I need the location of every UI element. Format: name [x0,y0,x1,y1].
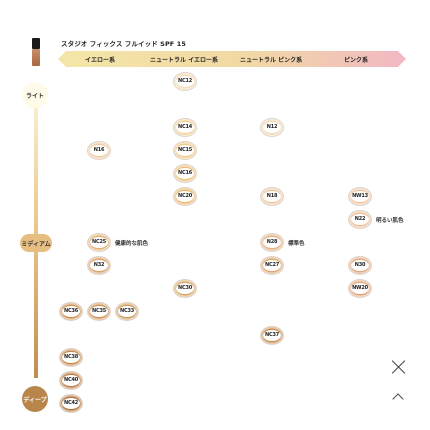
shade-swatch-nc37[interactable]: NC37 [261,327,283,344]
shade-swatch-nc16[interactable]: NC16 [174,165,196,182]
shade-swatch-n16[interactable]: N16 [88,142,110,159]
shade-code: NC33 [118,306,136,317]
note-bright-skin: 明るい肌色 [376,218,404,224]
column-header-neutral-yellow: ニュートラル イエロー系 [150,57,219,64]
note-healthy-skin: 健康的な肌色 [115,241,149,247]
shade-code: NC14 [176,122,194,133]
shade-code: NC40 [62,375,80,386]
chevron-up-icon[interactable] [392,392,404,404]
shade-swatch-n18[interactable]: N18 [261,188,283,205]
shade-swatch-nc40[interactable]: NC40 [60,372,82,389]
product-bottle [32,38,40,66]
shade-code: NC25 [90,237,108,248]
shade-code: NC20 [176,191,194,202]
shade-code: NC16 [176,168,194,179]
shade-swatch-nc35[interactable]: NC35 [88,303,110,320]
shade-code: NC12 [176,76,194,87]
axis-label-light: ライト [22,82,48,108]
axis-label-medium: ミディアム [20,234,52,252]
shade-code: N22 [351,214,369,225]
shade-swatch-n32[interactable]: N32 [88,257,110,274]
shade-swatch-nc38[interactable]: NC38 [60,349,82,366]
shade-code: N32 [90,260,108,271]
shade-swatch-nc33[interactable]: NC33 [116,303,138,320]
bottle-body [32,49,40,66]
axis-label-deep-text: ディープ [23,397,47,404]
shade-swatch-n30[interactable]: N30 [349,257,371,274]
bottle-cap [32,38,40,49]
shade-code: N28 [263,237,281,248]
shade-swatch-nc14[interactable]: NC14 [174,119,196,136]
shade-code: NC27 [263,260,281,271]
shade-swatch-nc12[interactable]: NC12 [174,73,196,90]
shade-code: NC35 [90,306,108,317]
shade-code: N18 [263,191,281,202]
column-header-neutral-pink: ニュートラル ピンク系 [240,57,303,64]
shade-swatch-n22[interactable]: N22 [349,211,371,228]
note-standard: 標準色 [288,241,305,247]
column-header-pink: ピンク系 [344,57,369,64]
shade-swatch-nc36[interactable]: NC36 [60,303,82,320]
axis-label-medium-text: ミディアム [21,241,51,248]
shade-swatch-nc30[interactable]: NC30 [174,280,196,297]
shade-code: NC42 [62,398,80,409]
shade-code: N12 [263,122,281,133]
axis-label-deep: ディープ [22,386,48,412]
shade-swatch-n12[interactable]: N12 [261,119,283,136]
shade-swatch-nc42[interactable]: NC42 [60,395,82,412]
shade-code: NC30 [176,283,194,294]
shade-swatch-nc15[interactable]: NC15 [174,142,196,159]
shade-code: NW13 [351,191,369,202]
shade-swatch-nc25[interactable]: NC25 [88,234,110,251]
shade-code: N16 [90,145,108,156]
shade-swatch-n28[interactable]: N28 [261,234,283,251]
column-header-bar [58,51,406,67]
shade-code: NC36 [62,306,80,317]
shade-code: NC37 [263,330,281,341]
shade-swatch-nc20[interactable]: NC20 [174,188,196,205]
shade-swatch-nw20[interactable]: NW20 [349,280,371,297]
close-icon[interactable] [390,358,408,376]
product-title: スタジオ フィックス フルイッド SPF 15 [61,40,186,48]
shade-code: NC15 [176,145,194,156]
axis-label-light-text: ライト [25,93,44,100]
column-header-yellow: イエロー系 [85,57,115,64]
shade-swatch-nc27[interactable]: NC27 [261,257,283,274]
shade-code: NW20 [351,283,369,294]
shade-code: N30 [351,260,369,271]
shade-swatch-nw13[interactable]: NW13 [349,188,371,205]
shade-code: NC38 [62,352,80,363]
